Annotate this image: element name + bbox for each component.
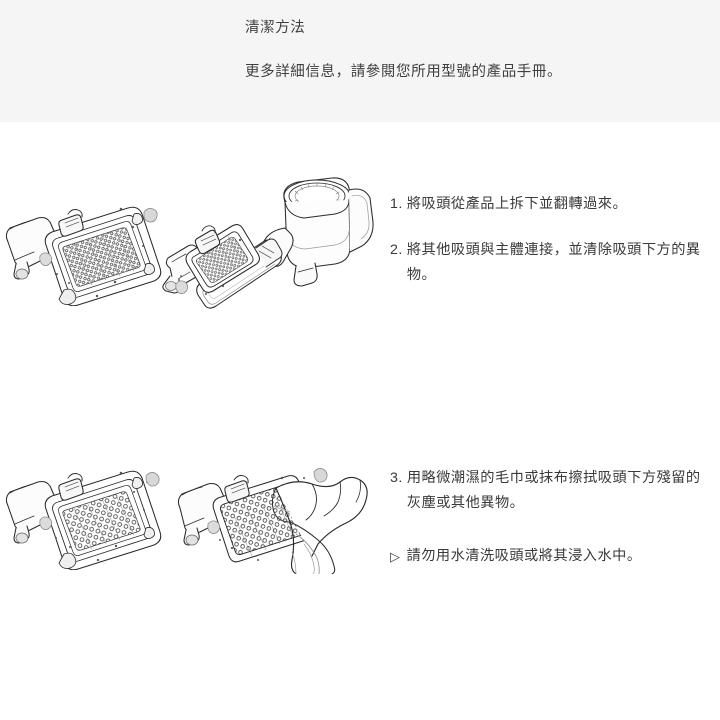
step-3-number: 3. xyxy=(390,470,403,486)
figure-brush-head-detached xyxy=(0,186,170,306)
header-band: 清潔方法 更多詳細信息，請參閱您所用型號的產品手冊。 xyxy=(0,0,720,122)
step-2-text: 將其他吸頭與主體連接，並清除吸頭下方的異物。 xyxy=(406,242,701,283)
triangle-bullet-icon: ▷ xyxy=(390,549,401,564)
figure-wiping-with-cloth xyxy=(172,448,382,574)
step-1-number: 1. xyxy=(390,196,403,212)
instruction-step-1: 1. 將吸頭從產品上拆下並翻轉過來。 xyxy=(390,192,710,217)
figure-brush-head-underside xyxy=(0,448,170,570)
instruction-step-3: 3. 用略微潮濕的毛巾或抹布擦拭吸頭下方殘留的灰塵或其他異物。 xyxy=(390,466,712,516)
header-subtitle: 更多詳細信息，請參閱您所用型號的產品手冊。 xyxy=(245,64,563,80)
instruction-list-bottom: 3. 用略微潮濕的毛巾或抹布擦拭吸頭下方殘留的灰塵或其他異物。 ▷ 請勿用水清洗… xyxy=(390,466,712,569)
page-title: 清潔方法 xyxy=(245,20,306,36)
step-1-text: 將吸頭從產品上拆下並翻轉過來。 xyxy=(406,196,628,212)
instruction-step-2: 2. 將其他吸頭與主體連接，並清除吸頭下方的異物。 xyxy=(390,238,710,288)
caution-note-text: 請勿用水清洗吸頭或將其浸入水中。 xyxy=(406,548,642,564)
figure-tool-attached-to-body xyxy=(146,176,376,316)
step-2-number: 2. xyxy=(390,242,403,258)
step-3-text: 用略微潮濕的毛巾或抹布擦拭吸頭下方殘留的灰塵或其他異物。 xyxy=(406,470,701,511)
caution-note: ▷ 請勿用水清洗吸頭或將其浸入水中。 xyxy=(390,544,712,569)
instruction-list-top: 1. 將吸頭從產品上拆下並翻轉過來。 2. 將其他吸頭與主體連接，並清除吸頭下方… xyxy=(390,192,710,288)
